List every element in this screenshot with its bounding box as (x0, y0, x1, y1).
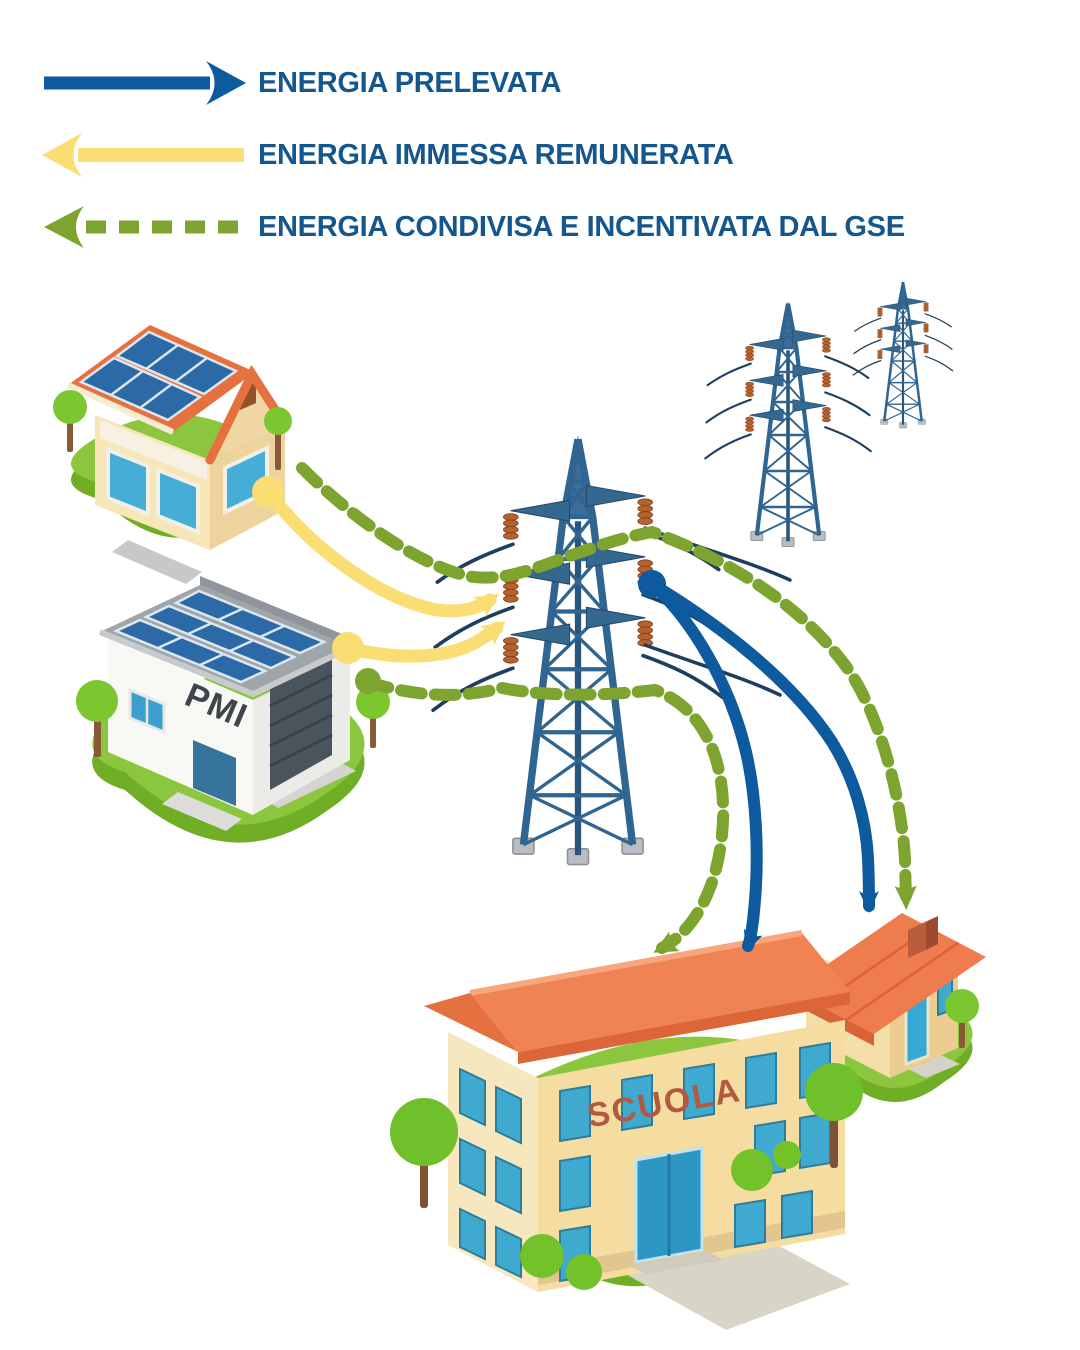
bush (731, 1149, 773, 1191)
legend-arrow-left-icon (42, 133, 244, 177)
solar-panel-array (78, 330, 239, 422)
house-window (106, 447, 150, 517)
energy-flows (252, 462, 917, 954)
flow-condivisa-house-to-small-house (296, 462, 917, 910)
chimney (908, 916, 938, 958)
school-building: SCUOLA (390, 930, 863, 1330)
power-pylon-main (433, 435, 792, 864)
legend-arrow-right-icon (44, 61, 246, 105)
flow-immessa-house-to-grid (261, 485, 500, 618)
tree (53, 390, 87, 424)
pylon-medium (705, 301, 871, 546)
school-roof (470, 933, 850, 1052)
school-gable-edge (424, 993, 518, 1052)
legend-row-immessa: ENERGIA IMMESSA REMUNERATA (38, 132, 905, 178)
tree (264, 407, 292, 435)
solar-panel-array (112, 589, 328, 684)
tree (945, 989, 979, 1023)
legend-row-prelevata: ENERGIA PRELEVATA (38, 60, 905, 106)
legend-label-condivisa: ENERGIA CONDIVISA E INCENTIVATA DAL GSE (258, 210, 905, 243)
house-window (156, 467, 200, 535)
flow-node-green (355, 668, 381, 694)
flow-node-blue (638, 570, 666, 598)
house-terrace (112, 540, 202, 584)
flow-prelevata-grid-to-school (646, 578, 763, 953)
flow-condivisa-pmi-to-school (362, 676, 730, 954)
pmi-building: PMI (76, 576, 390, 843)
school-door (630, 1146, 724, 1274)
pmi-door (193, 740, 236, 806)
garage-slats (269, 673, 333, 768)
house-fascia-band (100, 420, 207, 480)
solar-house (53, 325, 292, 584)
school-step (630, 1252, 724, 1274)
legend-label-immessa: ENERGIA IMMESSA REMUNERATA (258, 138, 734, 171)
flow-immessa-pmi-to-grid (341, 621, 506, 663)
legend-arrow-dashed-icon (44, 206, 244, 248)
school-windows-left (459, 1067, 522, 1279)
bush (566, 1254, 602, 1290)
bush (520, 1234, 564, 1278)
pmi-door-walk (162, 792, 242, 831)
pylon-small (852, 279, 954, 430)
tree (805, 1063, 863, 1121)
pmi-roof-ridge (200, 576, 352, 647)
flow-node-yellow (252, 476, 284, 508)
legend: ENERGIA PRELEVATA ENERGIA IMMESSA REMUNE… (38, 60, 905, 250)
house2-walk (900, 1052, 960, 1078)
tree (76, 680, 118, 722)
bush (773, 1141, 801, 1169)
flow-prelevata-grid-to-small-house (646, 578, 879, 913)
flow-node-yellow (332, 632, 364, 664)
legend-label-prelevata: ENERGIA PRELEVATA (258, 66, 562, 99)
tree (390, 1098, 458, 1166)
pmi-roof-fascia (98, 629, 354, 698)
house-gable (210, 374, 285, 460)
school-eave (518, 992, 850, 1064)
pmi-garage-door (270, 655, 332, 790)
background-pylons (705, 279, 954, 547)
legend-row-condivisa: ENERGIA CONDIVISA E INCENTIVATA DAL GSE (38, 204, 905, 250)
roof-eave (66, 382, 175, 435)
